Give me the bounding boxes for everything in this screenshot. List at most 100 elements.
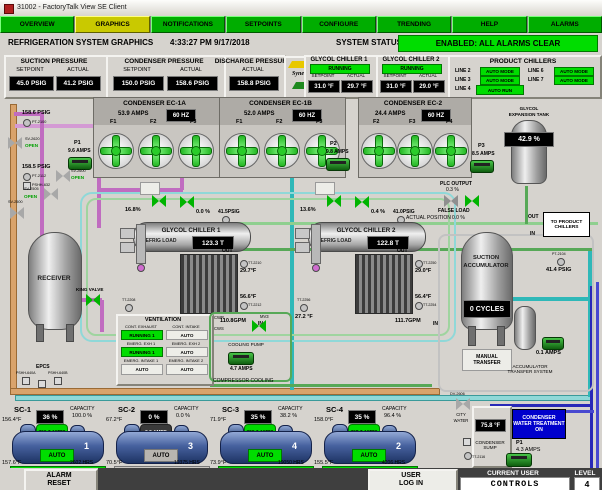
glycol-2-title: GLYCOL CHILLER 2 — [382, 57, 440, 63]
chiller2-load: 122.8 T — [367, 236, 409, 250]
manual-transfer-button[interactable]: MANUAL TRANSFER — [462, 349, 512, 371]
vent-cont-intake-status[interactable]: AUTO — [166, 330, 208, 340]
sv2600-state: OPEN — [71, 175, 85, 180]
chiller2-load-label: REFRIG LOAD — [317, 238, 352, 244]
connector-box — [140, 182, 160, 195]
tab-overview[interactable]: OVERVIEW — [0, 16, 75, 33]
user-login-button[interactable]: USER LOG IN — [368, 469, 458, 490]
chiller2-psig: 41.0PSIG — [393, 209, 415, 215]
glycol-chiller-1-unit: 16.8% 0.0 % 41.5PSIG GLYCOL CHILLER 1 RE… — [118, 180, 294, 330]
chiller1-mid-temp: 56.6°F — [240, 294, 257, 300]
chiller2-name: GLYCOL CHILLER 2 — [336, 227, 396, 234]
vent-emerg-intake2-status[interactable]: AUTO — [166, 364, 208, 375]
fan-label: F4 — [446, 119, 453, 125]
plc-output-value: 0.3 % — [446, 187, 459, 193]
sc3-slide: 35 % — [244, 410, 272, 424]
accumulator-cycles: 0 CYCLES — [463, 300, 511, 318]
accumulator-pt-tag: PT-2104 — [552, 252, 566, 256]
sc3-name: SC-3 — [222, 405, 240, 414]
sump-pump-amps: 4.3 AMPS — [516, 447, 541, 453]
receiver-label: RECEIVER — [37, 275, 71, 282]
setpoint-label: SETPOINT — [16, 67, 44, 73]
sc4-slide: 35 % — [348, 410, 376, 424]
compressor-sc2: SC-2 67.2°F 0 % CAPACITY 0.0 % 0.0 AMPS … — [106, 400, 210, 480]
glycol-1-setpoint: 31.0 °F — [308, 80, 340, 93]
vent-emerg-exh1-status[interactable]: RUNNING 1 — [121, 347, 163, 357]
sc1-auto-button[interactable]: AUTO — [40, 449, 74, 462]
product-chillers-panel: PRODUCT CHILLERS LINE 2 AUTO MODE LINE 3… — [448, 55, 602, 99]
tab-help[interactable]: HELP — [452, 16, 527, 33]
chiller2-in-temp: 27.2 °F — [295, 314, 313, 320]
chiller1-heat-exchanger — [180, 254, 238, 314]
line-4-label: LINE 4 — [455, 86, 471, 92]
pipe — [290, 100, 294, 390]
tab-alarms[interactable]: ALARMS — [527, 16, 602, 33]
line-7-label: LINE 7 — [528, 77, 544, 83]
tab-graphics[interactable]: GRAPHICS — [75, 16, 150, 33]
expansion-tank-title-1: GLYCOL — [519, 106, 539, 111]
chiller1-actuator-valve-icon — [180, 196, 194, 208]
epcs-b-tag: PSHH-640B — [48, 371, 68, 375]
actual-label: ACTUAL — [418, 73, 438, 78]
pump-p3-amps: 8.5 AMPS — [472, 151, 495, 157]
sensor-dot-icon — [240, 260, 248, 268]
suction-pressure-title: SUCTION PRESSURE — [20, 58, 88, 65]
pipe — [40, 112, 44, 317]
fan-label: F2 — [373, 119, 380, 125]
sensor-dot-icon — [415, 302, 423, 310]
switch-icon — [22, 377, 30, 385]
pump-icon — [506, 453, 532, 467]
to-product-chillers-box: TO PRODUCT CHILLERS — [543, 212, 590, 237]
sc4-auto-button[interactable]: AUTO — [352, 449, 386, 462]
fan-label: F3 — [316, 119, 323, 125]
window-title: 31002 - FactoryTalk View SE Client — [17, 4, 127, 11]
chiller1-gpm: 110.8GPM — [220, 318, 246, 324]
sc2-auto-button[interactable]: AUTO — [144, 449, 178, 462]
suction-setpoint-value: 45.0 PSIG — [9, 76, 54, 91]
chiller2-shell: GLYCOL CHILLER 2 REFRIG LOAD 122.8 T — [308, 222, 426, 252]
sc3-bottom-temp: 73.9°F — [210, 460, 227, 466]
chiller1-feed-valve-icon — [152, 195, 166, 207]
pipe — [100, 300, 104, 332]
pipe — [14, 112, 42, 116]
compressor-sc1: SC-1 156.4°F 36 % CAPACITY 100.0 % 366.7… — [2, 400, 106, 480]
accumulator-name-1: SUCTION — [472, 255, 500, 261]
sc3-auto-button[interactable]: AUTO — [248, 449, 282, 462]
vent-emerg-intake1-status[interactable]: AUTO — [121, 364, 163, 375]
pump-icon — [470, 160, 494, 173]
vent-emerg-exh2-status[interactable]: AUTO — [166, 347, 208, 357]
vent-cont-exhaust-status[interactable]: RUNNING 1 — [121, 330, 163, 340]
tab-setpoints[interactable]: SETPOINTS — [226, 16, 301, 33]
line-6-label: LINE 6 — [528, 68, 544, 74]
alarm-reset-button[interactable]: ALARM RESET — [24, 469, 98, 490]
cooling-outline — [209, 312, 292, 382]
sv2620-valve-icon — [8, 137, 22, 149]
expansion-tank-title-2: EXPANSION TANK — [508, 112, 550, 117]
sv2505-tag: SV-2505 — [24, 187, 39, 191]
sv2500-valve-icon — [10, 207, 24, 219]
chiller2-out-label: OUT — [397, 248, 408, 254]
glycol-chiller-2-panel: GLYCOL CHILLER 2 RUNNING SETPOINT ACTUAL… — [376, 55, 450, 99]
vent-label: CONT. INTAKE — [172, 324, 200, 329]
pipe — [97, 128, 101, 228]
glycol-2-actual: 29.0 °F — [413, 80, 445, 93]
sc1-top-temp: 156.4°F — [2, 417, 22, 423]
condenser-ec1a-fans: F1 F2 F3 — [93, 119, 220, 178]
sc1-bottom-temp: 157.6°F — [2, 460, 22, 466]
vessel-leg — [468, 326, 476, 346]
accumulator-in-label: IN — [530, 231, 535, 237]
fan-label: F3 — [409, 119, 416, 125]
sv2600-tag: SV-2600 — [71, 169, 86, 173]
tab-configure[interactable]: CONFIGURE — [301, 16, 376, 33]
tab-notifications[interactable]: NOTIFICATIONS — [150, 16, 226, 33]
switch-icon — [54, 377, 62, 385]
sv2505-valve-icon — [44, 188, 58, 200]
tab-trending[interactable]: TRENDING — [376, 16, 452, 33]
chiller2-in-label: IN — [433, 321, 438, 327]
dv2606-tag: DV-2606 — [450, 392, 465, 396]
chiller1-pump-column — [136, 224, 146, 264]
window-titlebar: 31002 - FactoryTalk View SE Client — [0, 0, 602, 17]
fan-icon — [361, 133, 397, 169]
chiller2-actuator-valve-icon — [355, 196, 369, 208]
purple-valve-icon — [137, 264, 145, 272]
